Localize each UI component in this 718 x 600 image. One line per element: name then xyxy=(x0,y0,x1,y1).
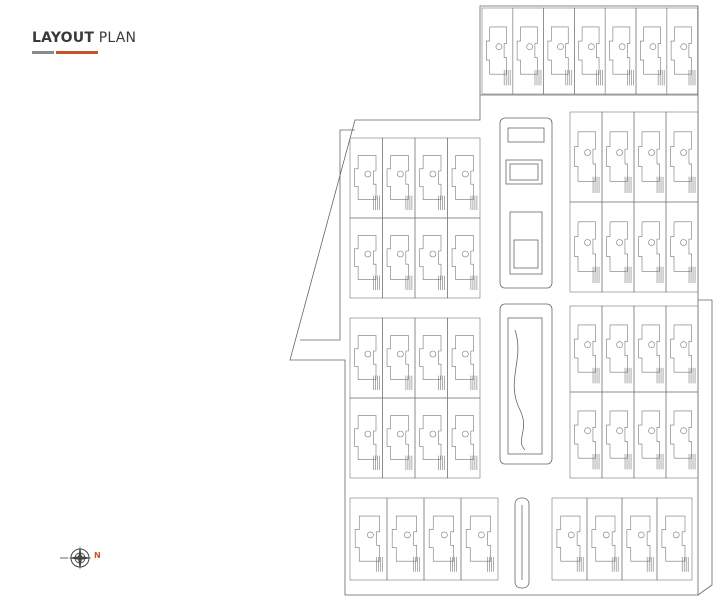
title-block: LAYOUT PLAN xyxy=(32,30,136,54)
villa-plot xyxy=(512,7,544,95)
villa-plot xyxy=(633,111,667,203)
villa-plot xyxy=(349,497,388,581)
clubhouse-pad-south xyxy=(499,303,553,465)
road-right-edge xyxy=(697,299,713,596)
villa-plot xyxy=(349,137,383,219)
clubhouse-building xyxy=(509,211,543,275)
villa-plot xyxy=(382,217,416,299)
villa-plot xyxy=(665,305,699,393)
villa-plot xyxy=(666,7,698,95)
clubhouse-pad-north xyxy=(499,117,553,289)
title-underline-gray xyxy=(32,51,54,54)
compass-rose-icon xyxy=(60,546,92,570)
villa-plot xyxy=(386,497,425,581)
villa-plot xyxy=(574,7,606,95)
villa-plot xyxy=(414,397,448,479)
villa-plot xyxy=(569,201,603,293)
villa-plot xyxy=(382,137,416,219)
pool-outline xyxy=(505,159,543,185)
pool-inner xyxy=(509,163,539,181)
villa-plot xyxy=(349,317,383,399)
villa-plot xyxy=(586,497,623,581)
villa-plot xyxy=(601,201,635,293)
villa-plot xyxy=(633,391,667,479)
site-boundary xyxy=(289,5,699,596)
title-light: PLAN xyxy=(98,30,137,46)
villa-plot xyxy=(633,201,667,293)
title-bold: LAYOUT xyxy=(32,30,95,46)
villa-plot xyxy=(447,217,481,299)
villa-plot xyxy=(447,137,481,219)
title-underline xyxy=(32,51,98,54)
villa-plot xyxy=(621,497,658,581)
villa-plot xyxy=(665,391,699,479)
villa-plot xyxy=(414,137,448,219)
villa-plot xyxy=(635,7,668,95)
villa-plot xyxy=(382,397,416,479)
villa-plot xyxy=(349,397,383,479)
villa-plot xyxy=(665,111,699,203)
title-underline-orange xyxy=(56,51,98,54)
clubhouse-hall xyxy=(513,239,539,269)
villa-plot xyxy=(633,305,667,393)
garden-area xyxy=(507,317,543,455)
villa-plot xyxy=(569,111,603,203)
villa-plot xyxy=(414,317,448,399)
page-title: LAYOUT PLAN xyxy=(32,30,136,46)
compass-north-label: N xyxy=(94,551,101,560)
villa-plot xyxy=(656,497,693,581)
entrance-drive xyxy=(514,497,530,589)
villa-plot xyxy=(414,217,448,299)
villa-plot xyxy=(569,391,603,479)
west-strip xyxy=(300,129,355,341)
villa-plot xyxy=(460,497,499,581)
villa-plot xyxy=(551,497,588,581)
villa-plot xyxy=(481,7,514,95)
villa-plot xyxy=(447,397,481,479)
villa-plot xyxy=(382,317,416,399)
villa-plot xyxy=(601,305,635,393)
villa-plot xyxy=(569,305,603,393)
villa-plot xyxy=(423,497,462,581)
deck-outline xyxy=(507,127,545,143)
villa-plot xyxy=(604,7,637,95)
villa-plot xyxy=(349,217,383,299)
villa-plot xyxy=(543,7,575,95)
villa-plot xyxy=(447,317,481,399)
villa-plot xyxy=(601,391,635,479)
villa-plot xyxy=(601,111,635,203)
garden-path xyxy=(513,329,526,451)
villa-plot xyxy=(665,201,699,293)
